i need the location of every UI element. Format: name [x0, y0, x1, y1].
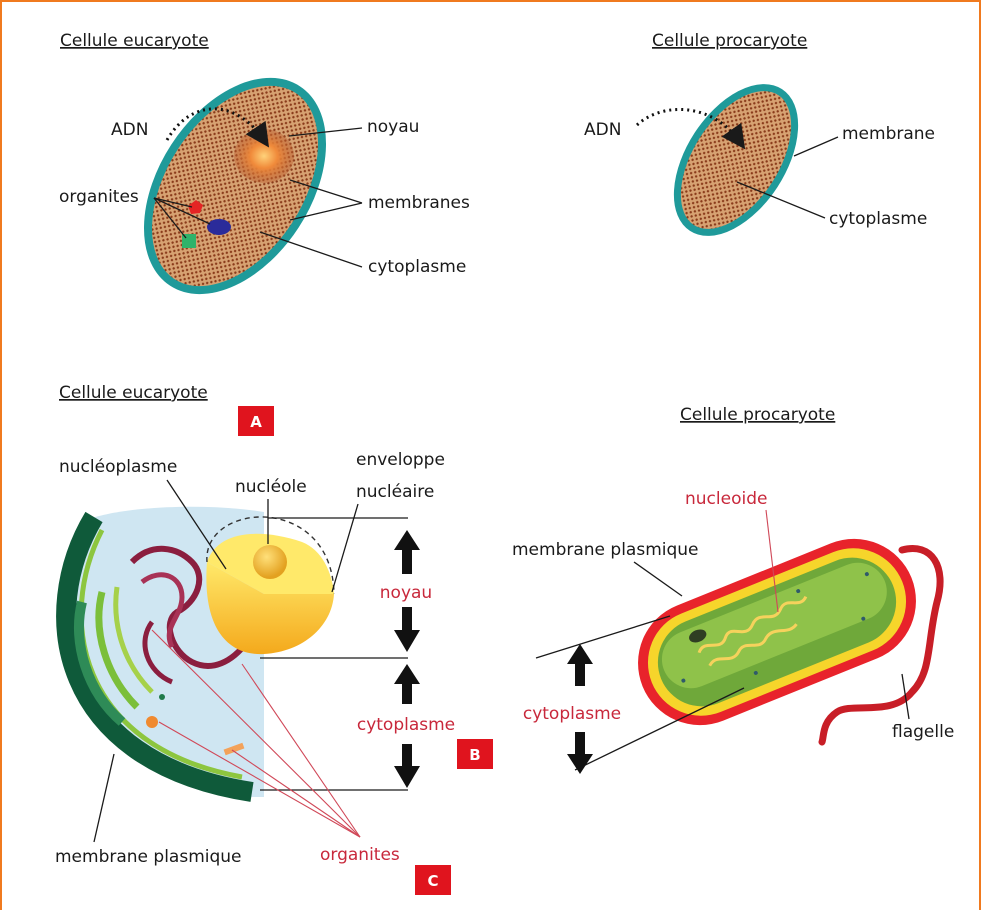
label-organites-bottom: organites — [320, 845, 400, 865]
label-adn-procaryote: ADN — [584, 120, 621, 140]
label-nucleoplasme: nucléoplasme — [59, 457, 177, 477]
nucleole-shape — [253, 545, 287, 579]
eukaryote-cell-body — [112, 50, 358, 321]
label-flagelle: flagelle — [892, 722, 954, 742]
organelle-orange — [146, 716, 158, 728]
bottom-left-title: Cellule eucaryote — [59, 383, 208, 403]
label-membrane-plasmique-euk: membrane plasmique — [55, 847, 242, 867]
top-left-title: Cellule eucaryote — [60, 31, 209, 51]
label-membranes: membranes — [368, 193, 470, 213]
label-cytoplasme-prok: cytoplasme — [523, 704, 621, 724]
label-organites: organites — [59, 187, 139, 207]
top-right-prokaryote: Cellule procaryote ADN membrane cytoplas… — [584, 31, 935, 253]
top-right-title: Cellule procaryote — [652, 31, 807, 51]
label-nucleoide: nucleoide — [685, 489, 767, 509]
label-nucleole: nucléole — [235, 477, 307, 497]
badge-c: C — [415, 865, 451, 895]
label-adn: ADN — [111, 120, 148, 140]
label-membrane-plasmique-prok: membrane plasmique — [512, 540, 699, 560]
label-cytoplasme: cytoplasme — [368, 257, 466, 277]
bottom-right-prokaryote: Cellule procaryote nucleoide membrane pl… — [512, 405, 954, 774]
label-noyau-bracket: noyau — [380, 583, 432, 603]
prokaryote-cell-body — [653, 67, 818, 253]
badge-b: B — [457, 739, 493, 769]
organelle-blue — [207, 219, 231, 235]
svg-text:B: B — [469, 746, 480, 764]
badge-a: A — [238, 406, 274, 436]
label-enveloppe-1: enveloppe — [356, 450, 445, 470]
bottom-left-eukaryote: Cellule eucaryote A nucléoplasme nucléol… — [55, 383, 493, 895]
top-left-eukaryote: Cellule eucaryote ADN noyau organites me… — [59, 31, 470, 322]
label-enveloppe-2: nucléaire — [356, 482, 434, 502]
svg-text:A: A — [250, 413, 262, 431]
bottom-right-title: Cellule procaryote — [680, 405, 835, 425]
nucleus-shape — [234, 129, 294, 183]
label-cytoplasme-bracket: cytoplasme — [357, 715, 455, 735]
label-cytoplasme-procaryote: cytoplasme — [829, 209, 927, 229]
svg-text:C: C — [427, 872, 438, 890]
label-noyau: noyau — [367, 117, 419, 137]
label-membrane: membrane — [842, 124, 935, 144]
